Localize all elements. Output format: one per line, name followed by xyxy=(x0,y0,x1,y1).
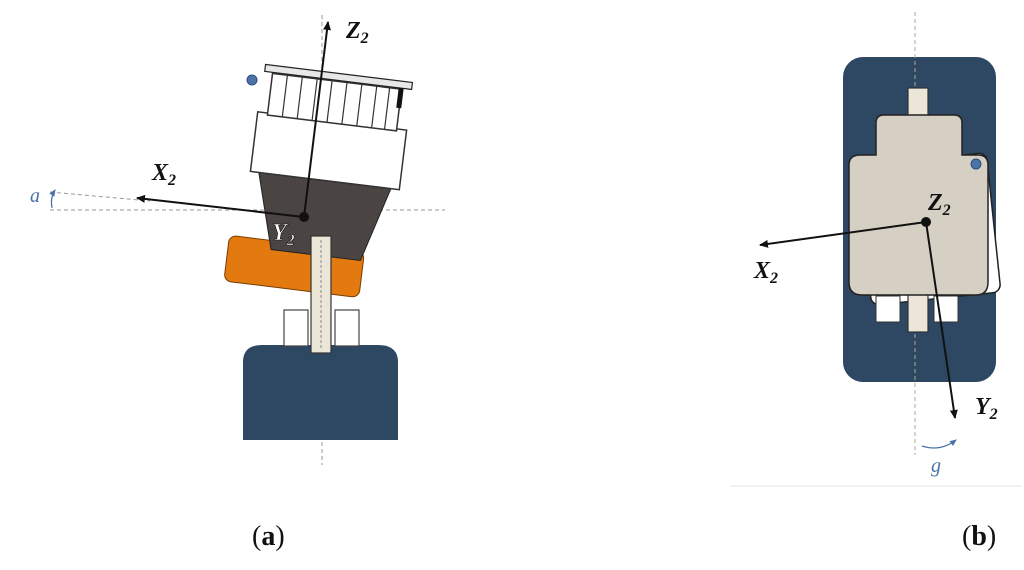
plate-post xyxy=(396,87,404,109)
angle-a-arc xyxy=(49,189,56,209)
x-axis-arrow-b xyxy=(759,221,927,248)
beige-body xyxy=(848,114,989,296)
x-axis-label-b: X2 xyxy=(753,258,778,287)
x-axis-arrow xyxy=(136,194,305,218)
z-axis-label: Z2 xyxy=(345,18,369,47)
y-axis-label: Y2 xyxy=(272,220,295,249)
x-axis-label: X2 xyxy=(151,160,176,189)
caption-b-letter: b xyxy=(971,521,987,552)
z-axis-arrow xyxy=(303,21,331,218)
corner-marker xyxy=(246,74,258,86)
top-plate xyxy=(264,63,414,91)
origin-point xyxy=(299,212,309,222)
panel-a: Z2 X2 Y2 a xyxy=(30,15,445,465)
angle-g-arc xyxy=(921,439,957,449)
y-axis-label-b: Y2 xyxy=(975,394,998,423)
caption-a: (a) xyxy=(252,521,285,552)
origin-point-b xyxy=(921,217,931,227)
cap-ribs xyxy=(281,75,391,130)
base-block xyxy=(243,345,398,440)
lower-tab-left xyxy=(875,295,901,323)
tilted-reference-line xyxy=(49,191,151,202)
angle-a-label: a xyxy=(30,185,40,207)
y-axis-arrow-b xyxy=(925,221,958,419)
panel-b: Z2 X2 Y2 g xyxy=(730,12,1022,487)
clamp-left xyxy=(283,309,309,347)
shaft xyxy=(310,235,332,354)
caption-b: (b) xyxy=(962,521,997,552)
tilted-assembly xyxy=(224,63,414,298)
angle-g-label: g xyxy=(931,455,941,477)
caption-a-letter: a xyxy=(261,521,276,552)
corner-marker-b xyxy=(970,158,982,170)
z-axis-label-b: Z2 xyxy=(927,190,951,219)
clamp-right xyxy=(334,309,360,347)
